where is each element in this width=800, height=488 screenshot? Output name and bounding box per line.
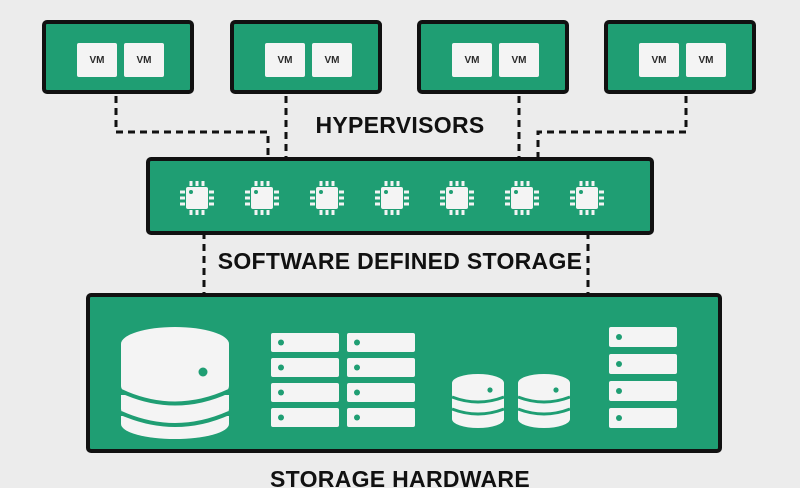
software-defined-storage-layer xyxy=(146,157,654,235)
large-disk-drive-icon xyxy=(120,327,230,439)
vm-box: VM xyxy=(124,43,164,77)
vm-box: VM xyxy=(265,43,305,77)
software-defined-storage-label: SOFTWARE DEFINED STORAGE xyxy=(217,248,583,274)
cpu-chip-icon xyxy=(243,179,281,217)
vm-box: VM xyxy=(639,43,679,77)
connector-host-1 xyxy=(114,96,270,160)
cpu-chip-icon xyxy=(503,179,541,217)
vm-box: VM xyxy=(452,43,492,77)
vm-box: VM xyxy=(499,43,539,77)
storage-hardware-layer xyxy=(86,293,722,453)
hypervisor-host-2: VM VM xyxy=(230,20,382,94)
vm-box: VM xyxy=(686,43,726,77)
connector-host-4 xyxy=(536,96,688,160)
storage-array-icon xyxy=(271,333,415,427)
vm-box: VM xyxy=(77,43,117,77)
cpu-chip-icon xyxy=(308,179,346,217)
chip-row xyxy=(150,161,650,231)
cpu-chip-icon xyxy=(178,179,216,217)
hypervisor-host-4: VM VM xyxy=(604,20,756,94)
cpu-chip-icon xyxy=(373,179,411,217)
hypervisor-host-3: VM VM xyxy=(417,20,569,94)
cpu-chip-icon xyxy=(438,179,476,217)
cpu-chip-icon xyxy=(568,179,606,217)
hypervisor-host-1: VM VM xyxy=(42,20,194,94)
server-rack-icon xyxy=(609,327,677,428)
hypervisors-label: HYPERVISORS xyxy=(315,112,485,138)
storage-hardware-label: STORAGE HARDWARE xyxy=(270,466,530,488)
small-disk-drives-icon xyxy=(451,374,571,428)
vm-box: VM xyxy=(312,43,352,77)
